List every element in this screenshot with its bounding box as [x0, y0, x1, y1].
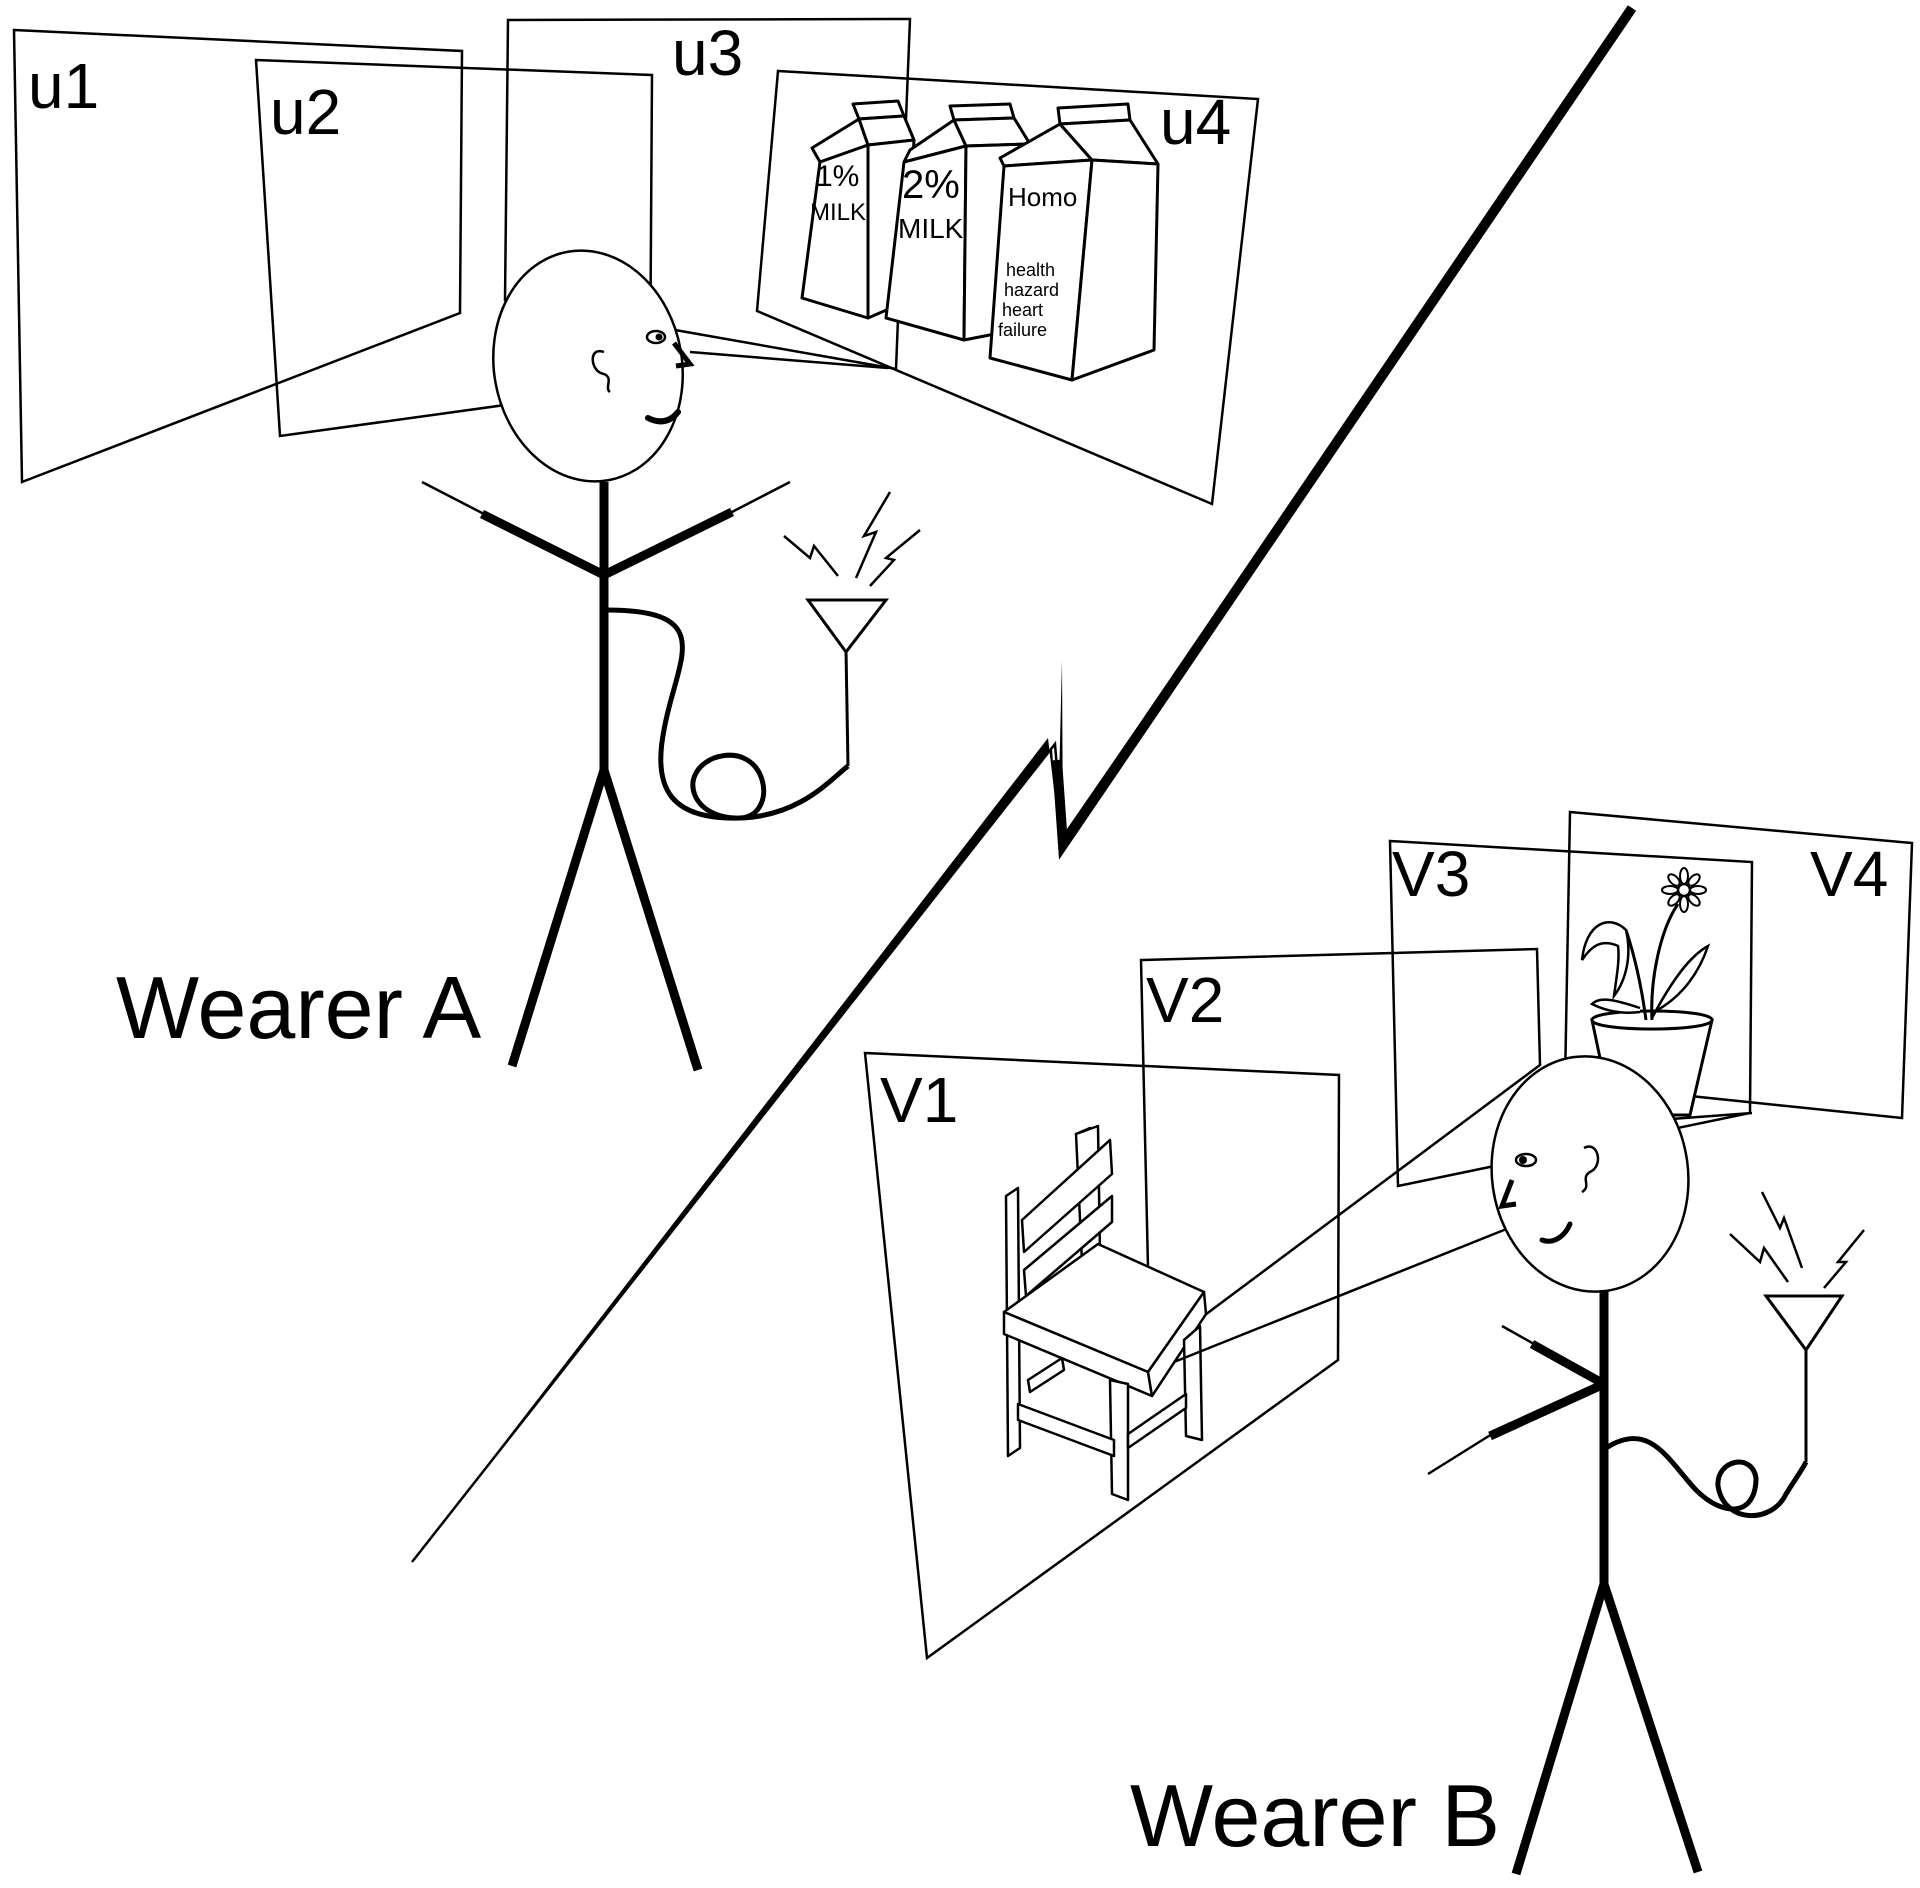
frame-v1: [863, 1051, 1341, 1661]
antenna-b: [1729, 1191, 1865, 1462]
frame-label-u2: u2: [270, 76, 341, 148]
frame-label-v4: V4: [1810, 838, 1888, 910]
frame-u1: [12, 28, 464, 484]
carton-1-text-2: MILK: [810, 199, 866, 226]
nose-b: [1498, 1179, 1517, 1210]
frame-label-v1: V1: [880, 1064, 958, 1136]
carton-3-text-1: Homo: [1008, 182, 1077, 212]
frame-label-u4: u4: [1160, 86, 1231, 158]
carton-2-text-1: 2%: [902, 163, 960, 207]
carton-3-text-5: failure: [998, 320, 1047, 340]
stick-figure-b: [1427, 1055, 1809, 1876]
carton-3-text-3: hazard: [1004, 280, 1059, 300]
mouth-a: [645, 409, 681, 425]
stick-figure-a: [421, 249, 850, 1072]
frame-u4: [755, 69, 1260, 506]
frame-label-u1: u1: [28, 50, 99, 122]
wearer-b-group: V1 V2 V3 V4 Wearer B: [863, 810, 1914, 1876]
sight-line-a: [689, 350, 889, 370]
frame-label-v2: V2: [1146, 964, 1224, 1036]
carton-3-text-4: heart: [1002, 300, 1043, 320]
wearer-b-label: Wearer B: [1130, 1766, 1500, 1865]
ear-b: [1581, 1145, 1600, 1194]
chair-illustration: [1002, 1124, 1208, 1502]
wearer-a-group: u1 u2 u3 u4 1% MILK 2% MILK: [12, 17, 1260, 1072]
carton-1-text-1: 1%: [816, 160, 859, 193]
carton-2-text-2: MILK: [898, 213, 964, 244]
mouth-b: [1539, 1221, 1573, 1244]
ear-a: [591, 349, 611, 394]
antenna-a: [783, 491, 921, 767]
frame-label-v3: V3: [1392, 838, 1470, 910]
lightning-divider: [411, 5, 1637, 1563]
sight-line-b: [1173, 1224, 1515, 1364]
milk-carton-2: 2% MILK: [884, 102, 1032, 342]
frame-label-u3: u3: [672, 17, 743, 89]
wearer-a-label: Wearer A: [116, 958, 481, 1057]
carton-3-text-2: health: [1006, 260, 1055, 280]
milk-carton-3: Homo health hazard heart failure: [988, 102, 1160, 382]
cable-a: [605, 607, 850, 821]
nose-a: [672, 341, 695, 369]
head-a: [492, 249, 684, 483]
flower-head: [1661, 867, 1707, 913]
frame-v2: [1139, 947, 1542, 1359]
cable-b: [1604, 1436, 1809, 1519]
frame-v4: [1563, 810, 1914, 1120]
